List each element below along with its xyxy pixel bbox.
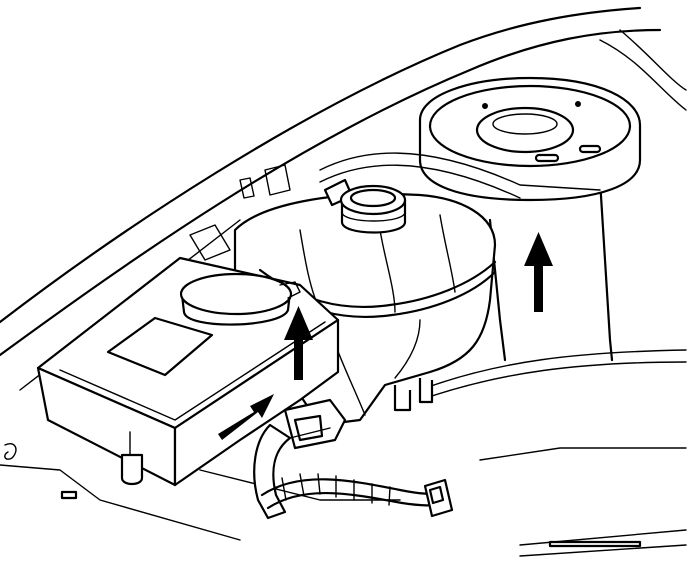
engine-bay-structure (0, 164, 687, 557)
strut-tower (319, 76, 642, 362)
arrow-washer-reservoir-lift (284, 306, 313, 380)
wiring-harness (260, 473, 447, 510)
arrow-hose-clamp (218, 394, 274, 440)
arrow-surge-tank-lift (524, 232, 553, 312)
washer-reservoir-cap (179, 272, 301, 326)
electrical-connector (423, 478, 454, 518)
surge-tank-fill-neck (339, 184, 407, 234)
